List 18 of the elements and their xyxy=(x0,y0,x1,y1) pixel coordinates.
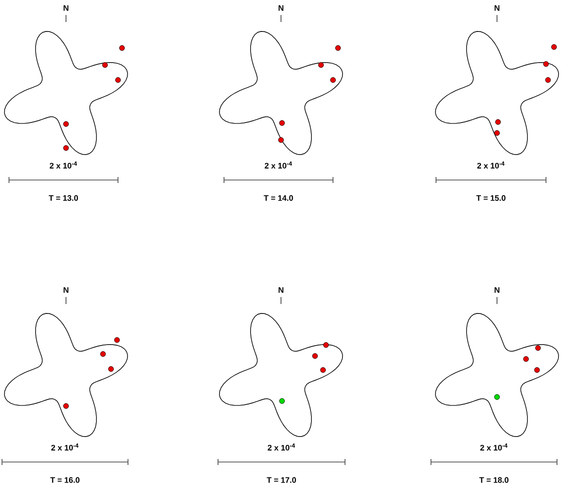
north-label: N xyxy=(278,5,284,11)
north-label: N xyxy=(64,5,68,11)
north-label: N xyxy=(494,287,500,293)
time-label: T = 13.0 xyxy=(48,195,78,201)
time-label: T = 15.0 xyxy=(476,195,506,201)
scale-label: 2 x 10$^{-4}$ xyxy=(50,162,78,169)
scale-label: 2 x 10$^{-4}$ xyxy=(51,444,79,451)
north-label: N xyxy=(494,5,500,11)
north-label: N xyxy=(278,287,284,293)
scale-label: 2 x 10$^{-4}$ xyxy=(477,162,505,169)
time-label: T = 17.0 xyxy=(266,477,296,483)
scale-label: 2 x 10$^{-4}$ xyxy=(268,444,296,451)
scale-label: 2 x 10$^{-4}$ xyxy=(480,444,508,451)
time-label: T = 18.0 xyxy=(479,477,508,483)
time-label: T = 16.0 xyxy=(50,477,80,483)
scale-label: 2 x 10$^{-4}$ xyxy=(264,162,292,169)
time-label: T = 14.0 xyxy=(264,195,293,201)
north-label: N xyxy=(64,287,68,293)
